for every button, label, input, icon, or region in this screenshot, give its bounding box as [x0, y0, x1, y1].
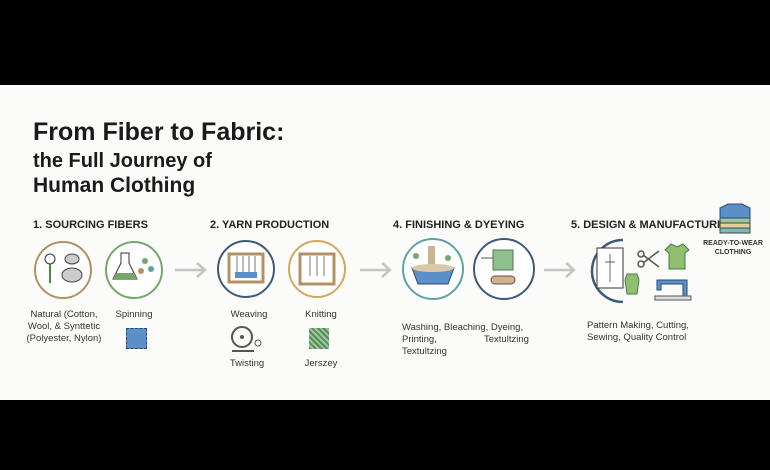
jersey-swatch-icon: [309, 328, 329, 349]
ready-to-wear-label: READY-TO-WEAR CLOTHING: [700, 239, 766, 257]
title-line-3: Human Clothing: [33, 174, 196, 197]
label-printing: Printing,: [402, 334, 437, 345]
section-4-heading: 4. FINISHING & DYEYING: [393, 219, 525, 231]
knitting-machine-icon: [288, 240, 346, 298]
scissors-icon: [637, 250, 660, 268]
arrow-right-icon: [360, 262, 392, 278]
flask-molecule-icon: [105, 241, 163, 299]
label-design-line2: Sewing, Quality Control: [587, 332, 687, 343]
ready-to-wear-line1: READY-TO-WEAR: [703, 240, 763, 247]
label-spinning: Spinning: [115, 309, 153, 320]
label-knitting: Knitting: [305, 309, 337, 320]
sewing-machine-icon: [654, 279, 692, 301]
title-line-2: the Full Journey of: [33, 150, 212, 172]
title-line-1: From Fiber to Fabric:: [33, 118, 285, 146]
arrow-right-icon: [175, 262, 207, 278]
partial-circle: [590, 238, 624, 304]
label-jersey: Jerszey: [304, 358, 338, 369]
wash-bowl-icon: [402, 238, 464, 300]
section-1-heading: 1. SOURCING FIBERS: [33, 219, 148, 231]
loom-icon: [217, 240, 275, 298]
roller-icon: [473, 238, 535, 300]
section-2-heading: 2. YARN PRODUCTION: [210, 219, 330, 231]
cotton-sheep-icon: [34, 241, 92, 299]
label-texturizing-1: Textultzing: [484, 334, 529, 345]
label-weaving: Weaving: [230, 309, 268, 320]
dress-icon: [664, 243, 690, 270]
label-texturizing-2: Textultzing: [402, 346, 447, 357]
label-finishing-line1: Washing, Bleaching, Dyeing,: [402, 322, 524, 333]
label-twisting: Twisting: [229, 358, 265, 369]
folded-clothes-stack-icon: [719, 203, 751, 234]
top-icon: [624, 273, 640, 295]
label-natural-fibers: Natural (Cotton, Wool, & Synttetic (Poly…: [26, 309, 102, 344]
section-5-heading: 5. DESIGN & MANUFACTURING: [571, 219, 737, 231]
design-manufacturing-icons: [590, 238, 692, 304]
spinning-wheel-icon: [231, 326, 262, 352]
label-design-line1: Pattern Making, Cutting,: [587, 320, 689, 331]
arrow-right-icon: [544, 262, 576, 278]
fabric-swatch-icon: [126, 328, 147, 349]
ready-to-wear-line2: CLOTHING: [714, 249, 752, 256]
